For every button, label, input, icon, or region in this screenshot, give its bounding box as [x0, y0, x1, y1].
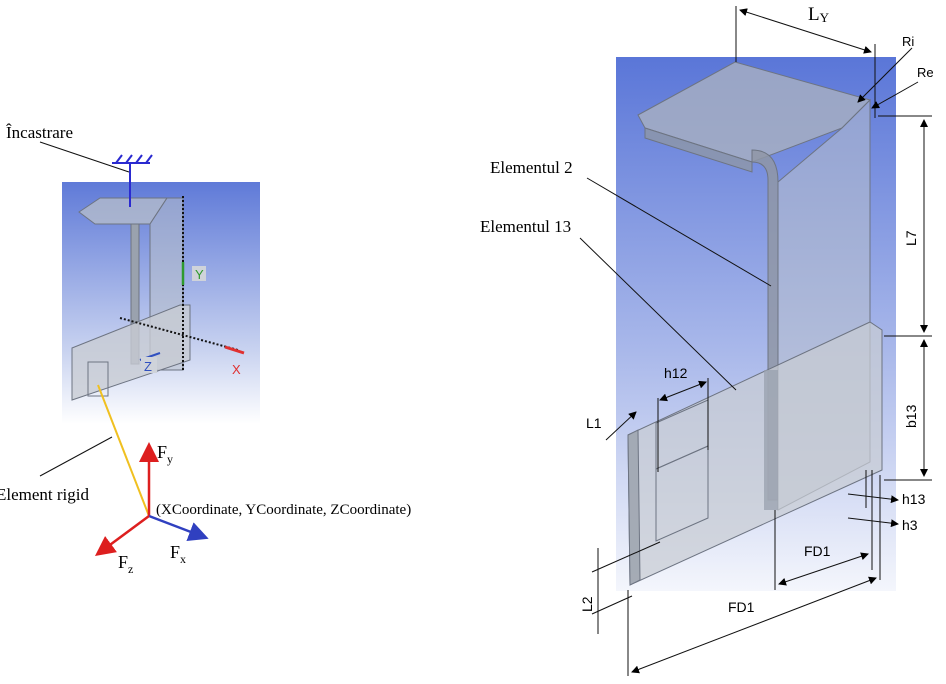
- l2-extension-top: [591, 541, 661, 573]
- h12-dimension-line: [659, 380, 707, 402]
- left-axis-x-arrow: [224, 345, 245, 355]
- force-z-label: Fz: [118, 552, 133, 576]
- left-rigid-patch: [87, 361, 109, 397]
- l2-extension-bottom: [591, 595, 633, 615]
- right-lower-plate-edge: [627, 429, 641, 586]
- b13-label: b13: [903, 404, 919, 428]
- h12-label: h12: [664, 365, 688, 381]
- left-axis-y-label-box: [192, 266, 206, 281]
- l1-label: L1: [586, 415, 602, 431]
- ly-label: LY: [808, 4, 830, 25]
- right-rigid-patch-lower: [655, 445, 709, 542]
- support-icon-hatch: [115, 154, 153, 164]
- force-x-label: Fx: [170, 542, 186, 566]
- left-axis-x-label: X: [232, 362, 241, 377]
- re-leader: [871, 81, 919, 109]
- h13-dimension-line: [847, 493, 899, 504]
- l7-label: L7: [903, 230, 919, 246]
- rigid-element-line: [97, 384, 150, 517]
- re-label: Re: [917, 65, 934, 80]
- rigid-leader-line: [39, 436, 113, 477]
- force-y-label: Fy: [157, 442, 173, 466]
- h3-dimension-line: [847, 517, 899, 528]
- left-figure: Y X Z Încastrare Element rigid Fy Fx Fz …: [0, 123, 411, 576]
- right-figure: Elementul 2 Elementul 13 LY Ri Re L7 b13…: [480, 4, 934, 676]
- element13-leader: [579, 237, 737, 391]
- force-x-arrow: [148, 514, 209, 541]
- fd1-inner-label: FD1: [804, 543, 831, 559]
- left-axis-z-label: Z: [144, 359, 152, 374]
- fd1-outer-label: FD1: [728, 599, 755, 615]
- right-top-flange-edge: [644, 127, 753, 173]
- support-label: Încastrare: [6, 123, 73, 142]
- support-leader-line: [39, 141, 130, 173]
- left-axis-y-label: Y: [195, 267, 204, 282]
- ri-label: Ri: [902, 34, 914, 49]
- l1-dimension-line: [605, 411, 637, 441]
- ly-dimension-line: [739, 8, 872, 54]
- h13-label: h13: [902, 491, 926, 507]
- element13-label: Elementul 13: [480, 217, 571, 236]
- coordinate-label: (XCoordinate, YCoordinate, ZCoordinate): [156, 502, 411, 518]
- element2-label: Elementul 2: [490, 158, 573, 177]
- element2-leader: [586, 177, 772, 287]
- left-axis-z-label-box: [141, 357, 157, 373]
- left-dotted-horizontal-axis: [119, 317, 239, 351]
- fd1-outer-dimension-line: [631, 576, 877, 674]
- rigid-element-label: Element rigid: [0, 485, 90, 504]
- h3-label: h3: [902, 517, 918, 533]
- force-z-arrow: [94, 514, 150, 556]
- right-web-edge-lower: [764, 370, 778, 510]
- l2-label: L2: [579, 596, 595, 612]
- ri-leader: [857, 47, 913, 103]
